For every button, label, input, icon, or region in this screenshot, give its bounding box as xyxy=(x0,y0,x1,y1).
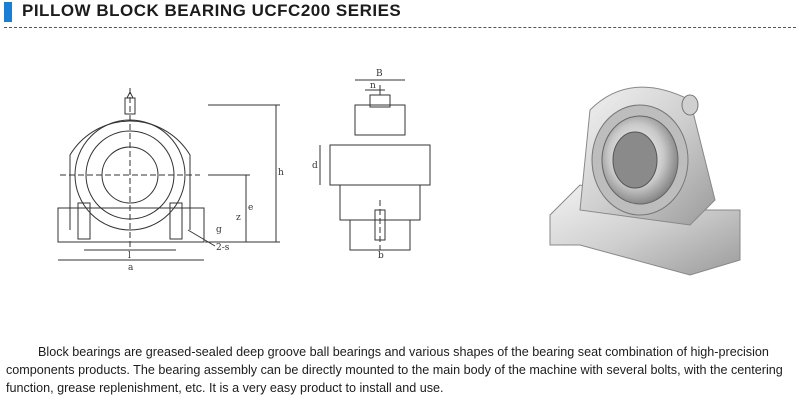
dim-label-d: d xyxy=(312,161,318,171)
dim-label-s: 2-s xyxy=(216,243,230,253)
dim-label-b: b xyxy=(378,251,384,260)
dim-label-e: e xyxy=(248,203,253,213)
dim-label-l: l xyxy=(128,251,131,261)
product-description: Block bearings are greased-sealed deep g… xyxy=(6,344,783,395)
front-view-drawing: h e a l 2-s g z xyxy=(57,88,284,273)
dim-label-g: g xyxy=(216,225,222,235)
dim-label-z: z xyxy=(236,213,241,223)
pillow-block-bearing-photo xyxy=(549,86,741,276)
dim-label-a: a xyxy=(128,263,134,273)
header-divider xyxy=(4,27,796,28)
dim-label-n: n xyxy=(370,81,376,91)
header: PILLOW BLOCK BEARING UCFC200 SERIES xyxy=(0,0,800,24)
page-title: PILLOW BLOCK BEARING UCFC200 SERIES xyxy=(22,1,402,20)
dim-label-B: B xyxy=(376,69,383,79)
title-accent-bar xyxy=(4,2,12,22)
dim-label-h: h xyxy=(278,168,284,178)
side-view-drawing: B n d b xyxy=(312,69,431,260)
